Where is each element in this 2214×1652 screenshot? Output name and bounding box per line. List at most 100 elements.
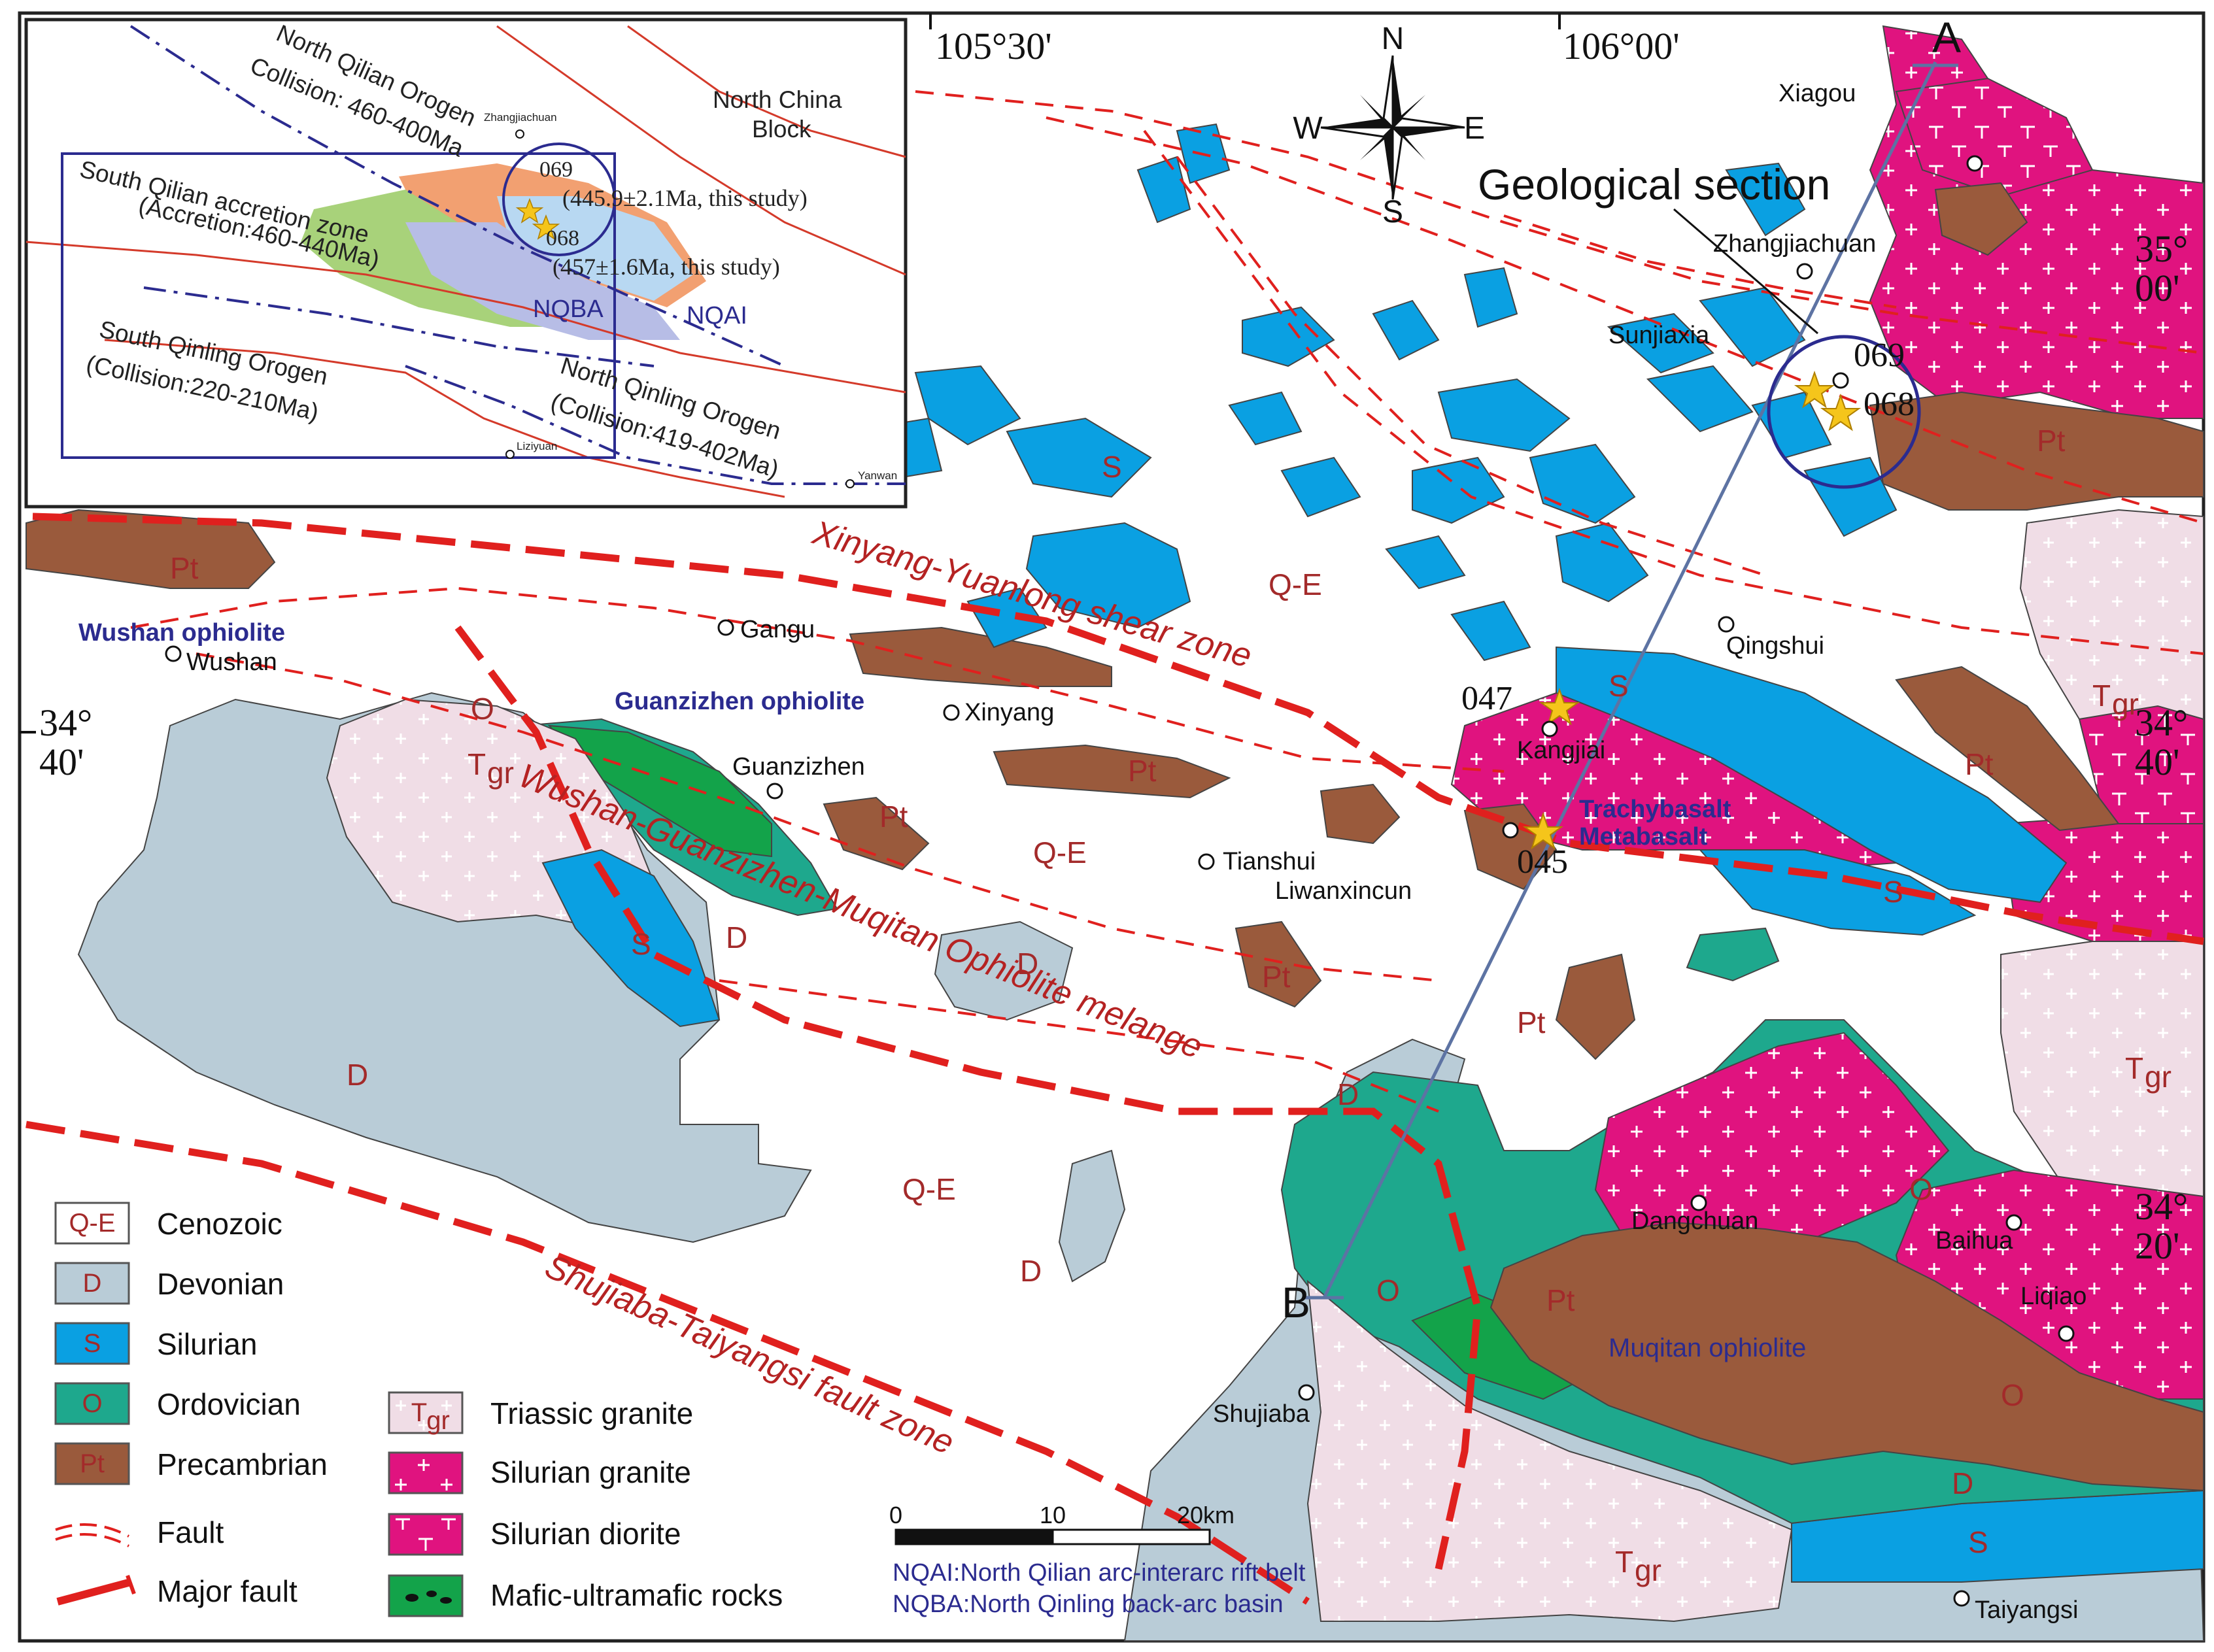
svg-text:NQAI:North Qilian arc-interarc: NQAI:North Qilian arc-interarc rift belt bbox=[893, 1559, 1306, 1587]
unit-label-s-southmid: S bbox=[1883, 875, 1903, 909]
place-kangjiai: Kangjiai bbox=[1517, 737, 1605, 764]
inset-age-069: (445.9±2.1Ma, this study) bbox=[562, 185, 808, 211]
unit-label-tgr-east: T gr bbox=[2092, 679, 2139, 721]
inset-sample-068: 068 bbox=[546, 226, 579, 250]
inset-sample-069: 069 bbox=[539, 158, 573, 182]
triassic-granite-southeast bbox=[1306, 1279, 1793, 1623]
unit-label-o-south: O bbox=[1376, 1273, 1400, 1307]
svg-text:Major fault: Major fault bbox=[157, 1574, 298, 1608]
svg-text:gr: gr bbox=[2145, 1060, 2171, 1094]
place-qingshui: Qingshui bbox=[1726, 632, 1824, 660]
precambrian-unit-liwan bbox=[1463, 803, 1558, 890]
unit-label-pt-central: Pt bbox=[1128, 754, 1157, 788]
lat-34-40-degree: 34° bbox=[39, 701, 92, 744]
lat-34-20-degree: 34° bbox=[2135, 1185, 2188, 1228]
unit-label-s-middle: S bbox=[1609, 669, 1629, 703]
inset-liziyuan: Liziyuan bbox=[517, 440, 557, 452]
section-end-a: A bbox=[1932, 13, 1961, 61]
svg-text:T: T bbox=[2125, 1051, 2143, 1085]
ordovician-unit-small bbox=[1686, 927, 1780, 982]
place-wushan: Wushan bbox=[186, 649, 277, 676]
sample-circle bbox=[1767, 335, 1921, 489]
lon-106-00: 106°00' bbox=[1563, 25, 1680, 67]
place-dots bbox=[165, 155, 2075, 1607]
legend: Q-E Cenozoic D Devonian S Silurian O Ord… bbox=[54, 1202, 783, 1617]
svg-text:Fault: Fault bbox=[157, 1515, 224, 1549]
svg-text:D: D bbox=[83, 1269, 102, 1298]
svg-text:Silurian: Silurian bbox=[157, 1327, 257, 1361]
svg-text:gr: gr bbox=[487, 756, 514, 790]
svg-text:0: 0 bbox=[889, 1502, 902, 1528]
svg-text:T: T bbox=[411, 1398, 427, 1427]
silurian-diorite-north bbox=[1895, 77, 2094, 197]
svg-text:gr: gr bbox=[2112, 687, 2139, 721]
unit-label-pt-east: Pt bbox=[1965, 747, 1994, 781]
unit-label-d-south: D bbox=[1020, 1254, 1042, 1288]
place-xiagou: Xiagou bbox=[1779, 80, 1856, 107]
scale-bar: 0 10 20km NQAI:North Qilian arc-interarc… bbox=[889, 1502, 1306, 1618]
label-wushan-ophiolite: Wushan ophiolite bbox=[78, 619, 285, 647]
lat-35-00-degree: 35° bbox=[2135, 228, 2188, 270]
unit-label-pt-northwest: Pt bbox=[170, 551, 199, 585]
svg-text:10: 10 bbox=[1040, 1502, 1066, 1528]
precambrian-unit-tianshui bbox=[1320, 783, 1401, 845]
svg-text:S: S bbox=[84, 1329, 101, 1358]
precambrian-unit-east bbox=[1895, 666, 2120, 832]
precambrian-unit-northwest bbox=[26, 509, 276, 589]
place-gangu: Gangu bbox=[740, 616, 815, 643]
unit-label-tgr-southeast: T gr bbox=[1615, 1545, 1661, 1587]
unit-label-pt-guanzizhen: Pt bbox=[879, 800, 908, 834]
compass-e: E bbox=[1464, 111, 1485, 146]
place-dangchuan: Dangchuan bbox=[1631, 1207, 1758, 1235]
svg-text:Mafic-ultramafic rocks: Mafic-ultramafic rocks bbox=[490, 1578, 783, 1612]
lat-34-40-minute: 40' bbox=[39, 741, 84, 783]
svg-text:Triassic granite: Triassic granite bbox=[490, 1396, 693, 1430]
star-045 bbox=[1522, 811, 1564, 850]
devonian-unit-central bbox=[934, 920, 1074, 1021]
compass-w: W bbox=[1293, 111, 1323, 146]
compass-n: N bbox=[1382, 22, 1405, 56]
unit-label-pt-northeast: Pt bbox=[2037, 424, 2066, 458]
compass-s: S bbox=[1382, 195, 1403, 229]
lat-34-40-right-degree: 34° bbox=[2135, 701, 2188, 744]
place-sunjiaxia: Sunjiaxia bbox=[1609, 322, 1710, 349]
svg-text:Pt: Pt bbox=[80, 1449, 105, 1478]
svg-text:T: T bbox=[2092, 679, 2111, 713]
unit-label-s-north: S bbox=[1102, 450, 1122, 484]
unit-label-o-west: O bbox=[471, 692, 494, 726]
unit-label-qe-south: Q-E bbox=[902, 1172, 956, 1206]
unit-label-d-guanzizhen: D bbox=[726, 920, 747, 954]
unit-label-qe-north: Q-E bbox=[1269, 567, 1322, 601]
unit-label-pt-south: Pt bbox=[1546, 1283, 1575, 1317]
inset-sample-circle bbox=[502, 143, 616, 256]
place-xinyang: Xinyang bbox=[964, 699, 1054, 726]
inset-nqai: NQAI bbox=[687, 302, 747, 329]
svg-text:T: T bbox=[1615, 1545, 1633, 1579]
silurian-scattered-bodies bbox=[888, 123, 1898, 662]
sample-068: 068 bbox=[1864, 386, 1915, 423]
unit-label-pt-qe: Pt bbox=[1262, 960, 1291, 994]
inset-study-area bbox=[61, 152, 616, 459]
svg-text:Devonian: Devonian bbox=[157, 1267, 284, 1301]
label-guanzizhen-ophiolite: Guanzizhen ophiolite bbox=[615, 688, 864, 715]
precambrian-unit-central bbox=[993, 744, 1231, 799]
lat-35-00-minute: 00' bbox=[2135, 267, 2179, 309]
unit-label-o-southeast: O bbox=[1909, 1172, 1933, 1206]
faults-major bbox=[26, 513, 2204, 1605]
sample-069: 069 bbox=[1854, 337, 1905, 374]
precambrian-unit-pt-center bbox=[1555, 953, 1636, 1060]
unit-label-tgr-far-east: T gr bbox=[2125, 1051, 2171, 1094]
svg-text:Silurian granite: Silurian granite bbox=[490, 1455, 691, 1489]
silurian-unit-west bbox=[541, 849, 721, 1028]
inset-nqba-zone bbox=[405, 222, 680, 340]
sample-047: 047 bbox=[1461, 680, 1512, 717]
svg-text:NQBA:North Qinling back-arc ba: NQBA:North Qinling back-arc basin bbox=[893, 1591, 1284, 1618]
unit-label-d-southeast: D bbox=[1952, 1466, 1973, 1500]
svg-text:Cenozoic: Cenozoic bbox=[157, 1207, 282, 1241]
precambrian-unit-xinyang bbox=[849, 626, 1112, 687]
compass-rose bbox=[1320, 55, 1465, 200]
place-guanzizhen: Guanzizhen bbox=[732, 753, 865, 781]
unit-label-s-south: S bbox=[1968, 1525, 1988, 1559]
precambrian-unit-south bbox=[1490, 1221, 2204, 1492]
